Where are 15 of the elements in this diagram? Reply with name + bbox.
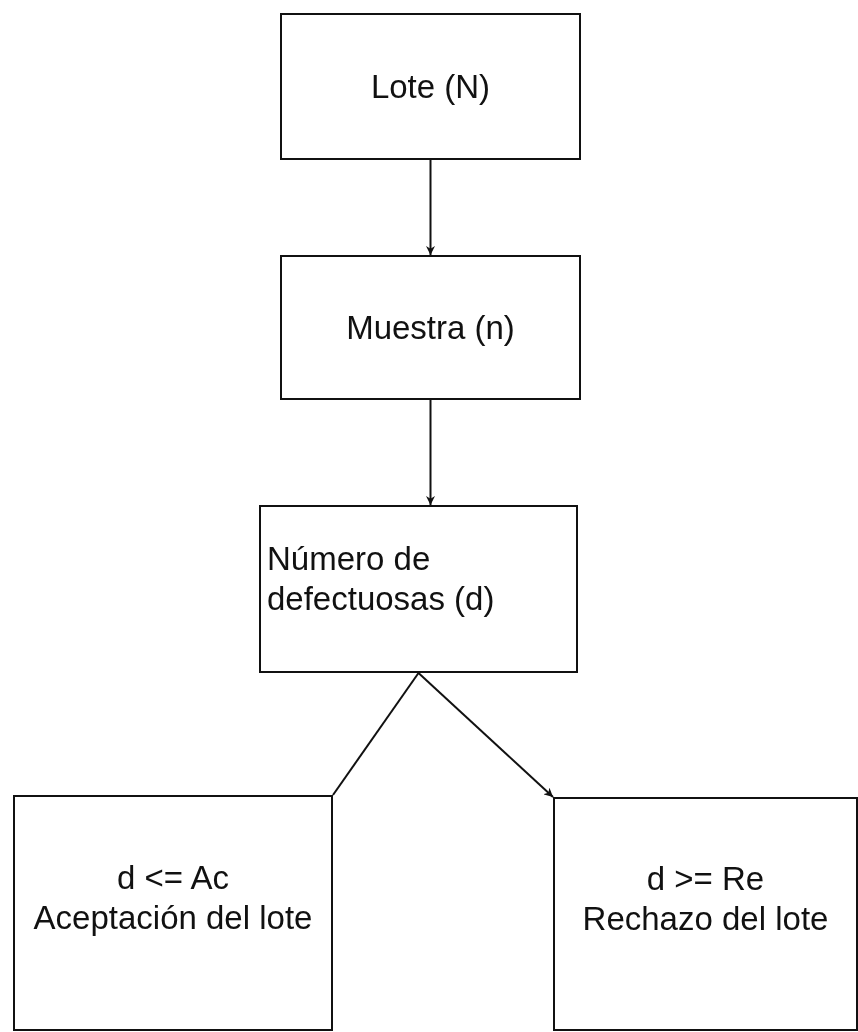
arrow — [426, 399, 435, 506]
process-box — [259, 505, 578, 673]
box-label: Lote (N) — [370, 66, 491, 107]
process-box — [280, 255, 581, 400]
arrow — [417, 672, 554, 798]
box-label: d >= Re — [646, 859, 765, 899]
process-box — [13, 795, 333, 1031]
box-label: d <= Ac — [117, 858, 229, 898]
box-label: Rechazo del lote — [582, 899, 829, 939]
box-label: Número de defectuosas (d) — [267, 539, 496, 619]
box-label: Muestra (n) — [346, 307, 515, 348]
process-box — [553, 797, 858, 1031]
process-box — [280, 13, 581, 160]
box-label: Aceptación del lote — [33, 898, 313, 938]
arrow — [426, 159, 435, 256]
